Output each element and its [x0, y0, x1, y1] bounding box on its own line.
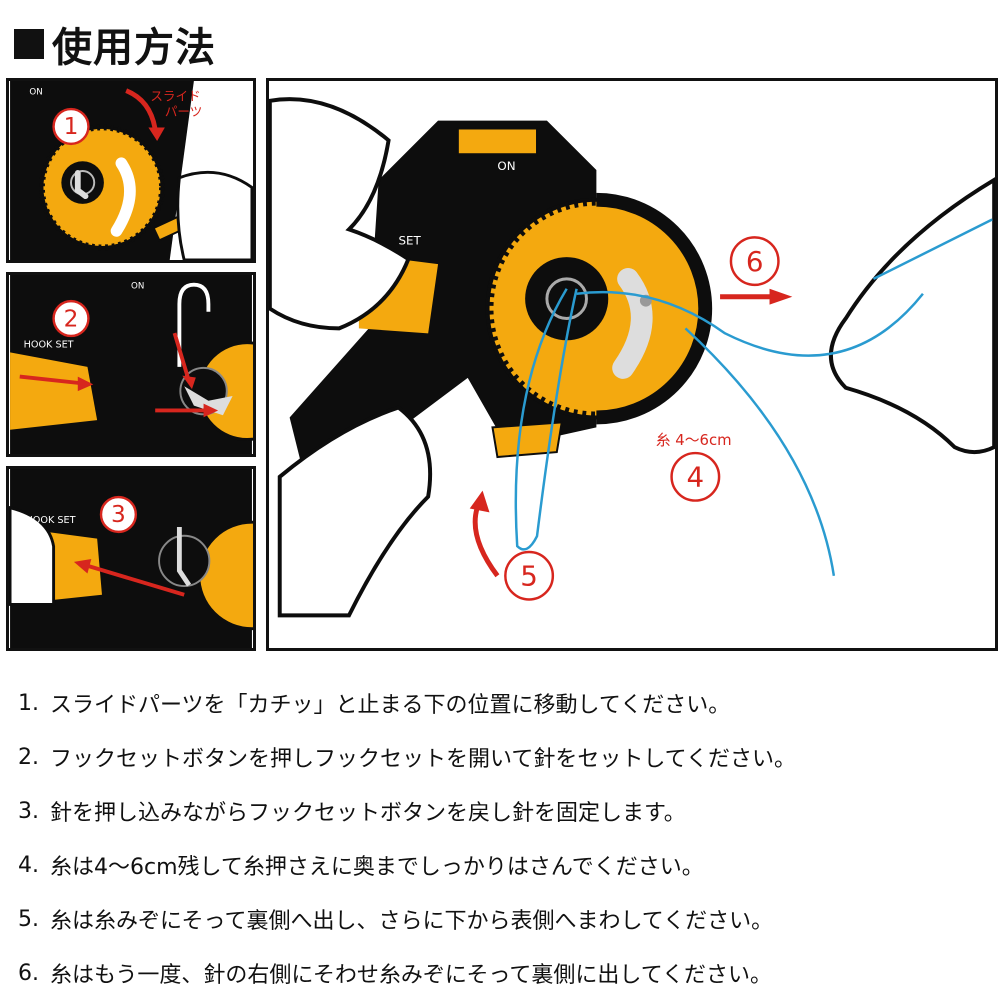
- step-number: 5.: [18, 906, 39, 932]
- step-1-illustration: 1 スライド パーツ ON: [6, 78, 256, 263]
- device-body: [10, 469, 252, 648]
- gear-wheel: [39, 124, 165, 251]
- finger-hand: [176, 170, 253, 260]
- step-text: 糸は糸みぞにそって裏側へ出し、さらに下から表側へまわしてください。: [50, 909, 774, 934]
- needle-hook: [177, 282, 211, 367]
- return-arrow: [86, 563, 185, 597]
- insert-arrow-head: [182, 375, 196, 390]
- step-4-circle: [670, 451, 721, 502]
- square-bullet-icon: [14, 29, 44, 59]
- push-arrow: [19, 374, 83, 386]
- step-text: 糸はもう一度、針の右側にそわせ糸みぞにそって裏側に出してください。: [50, 963, 773, 988]
- step-number: 3.: [18, 798, 39, 824]
- step-text: 針を押し込みながらフックセットボタンを戻し針を固定します。: [50, 801, 686, 826]
- hook-latch: [184, 386, 233, 416]
- instruction-item: 1. スライドパーツを「カチッ」と止まる下の位置に移動してください。: [18, 676, 988, 730]
- instruction-list: 1. スライドパーツを「カチッ」と止まる下の位置に移動してください。 2. フックセ…: [18, 676, 988, 1000]
- return-arrow-head: [73, 558, 92, 574]
- step-5-number: 5: [520, 560, 538, 593]
- step-1-number: 1: [64, 113, 79, 140]
- main-drawing: 6 4 5 糸 4〜6cm ON SET: [269, 97, 995, 618]
- page-title-text: 使用方法: [52, 25, 216, 71]
- step-6-number: 6: [746, 245, 764, 278]
- device-body: [289, 120, 597, 497]
- step-text: 糸は4〜6cm残して糸押さえに奥までしっかりはさんでください。: [50, 855, 704, 880]
- step-2-number: 2: [64, 305, 79, 332]
- thread-clamp: [491, 421, 563, 459]
- on-label: ON: [497, 159, 515, 173]
- insert-arrow: [172, 332, 191, 382]
- slide-part-label-2: パーツ: [165, 104, 202, 119]
- instruction-item: 3. 針を押し込みながらフックセットボタンを戻し針を固定します。: [18, 784, 988, 838]
- thread-pull: [872, 218, 993, 281]
- step-1-drawing: 1 スライド パーツ ON: [10, 81, 253, 260]
- step-4-number: 4: [687, 461, 705, 494]
- gear-wheel: [158, 520, 253, 631]
- pull-arrow-head: [769, 288, 793, 305]
- hook-set-label: HOOK SET: [24, 340, 74, 351]
- step-1-circle: [52, 107, 90, 146]
- step-number: 6.: [18, 960, 39, 986]
- page-title: 使用方法: [14, 18, 216, 71]
- slide-part-label-1: スライド: [150, 88, 200, 103]
- instruction-item: 6. 糸はもう一度、針の右側にそわせ糸みぞにそって裏側に出してください。: [18, 946, 988, 1000]
- lower-hand: [277, 405, 433, 618]
- instruction-item: 5. 糸は糸みぞにそって裏側へ出し、さらに下から表側へまわしてください。: [18, 892, 988, 946]
- slide-arrow: [125, 88, 158, 130]
- main-illustration: 6 4 5 糸 4〜6cm ON SET: [266, 78, 998, 651]
- wrap-arrow: [472, 505, 500, 578]
- needle: [176, 527, 192, 587]
- slide-arrow-head: [148, 127, 165, 141]
- step-6-circle: [729, 236, 780, 287]
- thread-loop: [514, 288, 578, 551]
- hook-set-label: HOOK SET: [26, 515, 76, 526]
- push-arrow-head: [77, 376, 94, 392]
- wrap-arrow-head: [469, 490, 490, 513]
- step-5-circle: [504, 550, 555, 601]
- step-2-drawing: 2 HOOK SET ON: [10, 275, 253, 454]
- finger-hand: [9, 505, 56, 606]
- open-arrow-head: [203, 403, 219, 418]
- right-hand: [828, 177, 995, 455]
- hook-set-button: [10, 352, 98, 430]
- step-2-circle: [52, 299, 90, 338]
- step-text: フックセットボタンを押しフックセットを開いて針をセットしてください。: [50, 747, 797, 772]
- slide-part: [456, 127, 538, 156]
- step-3-drawing: 3 HOOK SET: [9, 469, 253, 648]
- step-number: 1.: [18, 690, 39, 716]
- gear-wheel: [485, 192, 713, 425]
- step-3-number: 3: [111, 501, 126, 528]
- thread-length-label: 糸 4〜6cm: [656, 432, 732, 449]
- left-hand: [269, 97, 411, 331]
- instruction-item: 2. フックセットボタンを押しフックセットを開いて針をセットしてください。: [18, 730, 988, 784]
- step-2-illustration: 2 HOOK SET ON: [6, 272, 256, 457]
- step-text: スライドパーツを「カチッ」と止まる下の位置に移動してください。: [50, 693, 731, 718]
- on-label: ON: [131, 282, 144, 292]
- step-number: 4.: [18, 852, 39, 878]
- set-label: SET: [398, 233, 421, 247]
- on-label: ON: [29, 88, 42, 98]
- step-3-circle: [99, 495, 138, 534]
- step-number: 2.: [18, 744, 39, 770]
- step-3-illustration: 3 HOOK SET: [6, 466, 256, 651]
- instruction-item: 4. 糸は4〜6cm残して糸押さえに奥までしっかりはさんでください。: [18, 838, 988, 892]
- thread-tail: [684, 327, 836, 576]
- thread-right: [576, 290, 924, 357]
